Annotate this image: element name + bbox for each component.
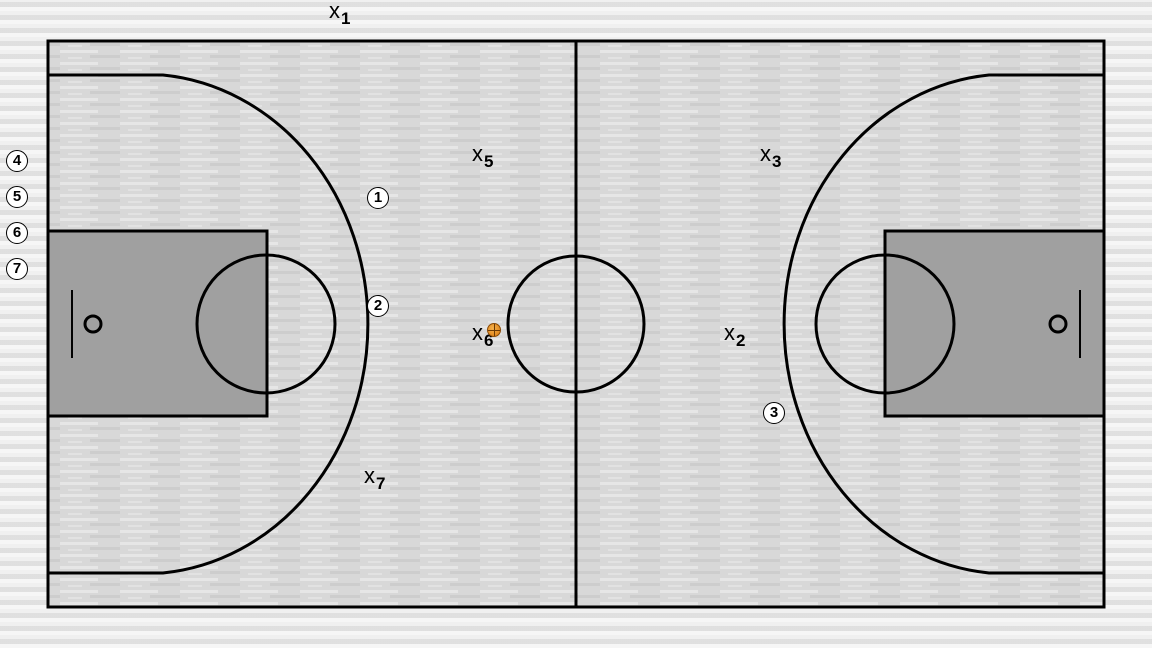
bench-player-7[interactable]: 7 — [6, 258, 28, 280]
bench-player-6[interactable]: 6 — [6, 222, 28, 244]
bench-player-5[interactable]: 5 — [6, 186, 28, 208]
defender-2[interactable]: x2 — [724, 320, 746, 350]
defender-1[interactable]: x1 — [329, 0, 351, 28]
defender-7[interactable]: x7 — [364, 463, 386, 493]
right-basket — [1048, 314, 1068, 334]
left-key-paint — [46, 229, 269, 418]
left-three-point-line — [48, 73, 370, 575]
defender-3[interactable]: x3 — [760, 141, 782, 171]
defender-6[interactable]: x6 — [472, 320, 494, 350]
center-circle — [506, 254, 646, 394]
basketball-icon[interactable] — [487, 323, 501, 337]
offense-player-1[interactable]: 1 — [367, 187, 389, 209]
defender-5[interactable]: x5 — [472, 141, 494, 171]
left-free-throw-circle — [195, 253, 337, 395]
offense-player-3[interactable]: 3 — [763, 402, 785, 424]
right-key-paint — [883, 229, 1106, 418]
right-three-point-line — [782, 73, 1104, 575]
left-basket — [83, 314, 103, 334]
bench-player-4[interactable]: 4 — [6, 150, 28, 172]
offense-player-2[interactable]: 2 — [367, 295, 389, 317]
right-free-throw-circle — [814, 253, 956, 395]
